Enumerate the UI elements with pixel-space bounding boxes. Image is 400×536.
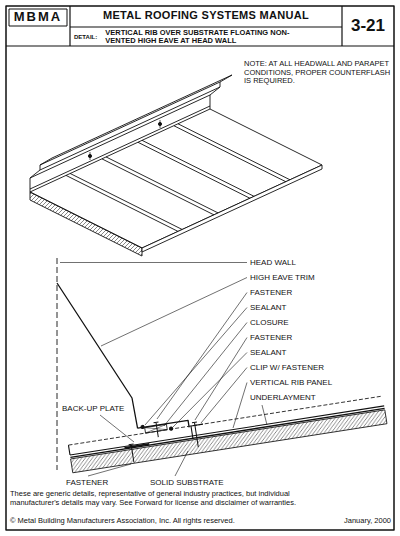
callout-label: UNDERLAYMENT [250,393,316,402]
callout-label: SEALANT [250,303,286,312]
eave-trim [57,283,138,428]
isometric-view [30,75,322,256]
callout-label: SOLID SUBSTRATE [150,478,224,487]
detail-tag: DETAIL: [74,34,97,41]
header-grid [6,6,394,46]
manual-title: METAL ROOFING SYSTEMS MANUAL [71,9,341,22]
callout-label: SEALANT [250,348,286,357]
disclaimer: These are generic details, representativ… [10,490,312,507]
copyright: © Metal Building Manufacturers Associati… [10,517,235,526]
page-number: 3-21 [351,16,385,35]
callout-label: BACK-UP PLATE [62,404,124,413]
date: January, 2000 [344,517,391,526]
page-border [6,6,394,530]
callout-label: HEAD WALL [250,258,296,267]
callout-label: FASTENER [66,478,108,487]
leader-lines [60,263,267,477]
detail-title: VERTICAL RIB OVER SUBSTRATE FLOATING NON… [105,29,295,46]
page-number-box: 3-21 [343,7,393,45]
callout-label: HIGH EAVE TRIM [250,273,315,282]
detail-box: DETAIL: VERTICAL RIB OVER SUBSTRATE FLOAT… [71,28,341,46]
note: NOTE: AT ALL HEADWALL AND PARAPET CONDIT… [244,60,392,86]
callout-label: FASTENER [250,288,292,297]
section-detail [67,387,387,473]
callout-label: FASTENER [250,333,292,342]
callout-label: CLIP W/ FASTENER [250,363,324,372]
head-wall-line [57,258,58,470]
logo-box: MBMA [9,9,67,26]
logo-text: MBMA [14,10,62,25]
callout-label: VERTICAL RIB PANEL [250,378,332,387]
callout-label: CLOSURE [250,318,289,327]
